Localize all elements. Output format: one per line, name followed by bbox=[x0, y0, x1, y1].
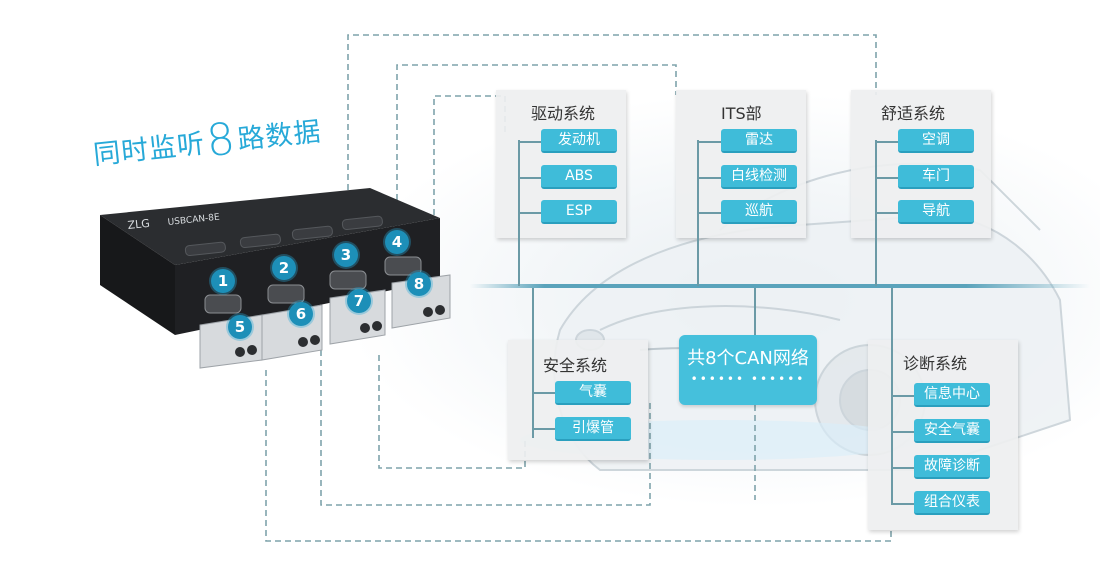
group-drive-title: 驱动系统 bbox=[531, 104, 596, 123]
diagnosis-tick bbox=[891, 395, 915, 397]
diagnosis-tick bbox=[891, 503, 915, 505]
comfort-tick bbox=[875, 177, 899, 179]
port-badge-3: 3 bbox=[334, 243, 358, 267]
drive-tick bbox=[518, 212, 542, 214]
can-bus-line bbox=[470, 284, 1090, 288]
safety-tick bbox=[532, 428, 556, 430]
can-network-box: 共8个CAN网络 •••••• •••••• bbox=[679, 335, 817, 405]
safety-tick bbox=[532, 392, 556, 394]
chip-airbag[interactable]: 气囊 bbox=[555, 381, 631, 405]
port-badge-7: 7 bbox=[347, 289, 371, 313]
can-network-dots: •••••• •••••• bbox=[690, 372, 806, 386]
drive-tick bbox=[518, 177, 542, 179]
usbcan-device: ZLG USBCAN-8E bbox=[100, 188, 451, 369]
group-diagnosis-title: 诊断系统 bbox=[903, 354, 968, 373]
port-badge-8: 8 bbox=[407, 272, 431, 296]
its-tick bbox=[697, 212, 721, 214]
chip-detonator[interactable]: 引爆管 bbox=[555, 417, 631, 441]
its-tick bbox=[697, 177, 721, 179]
chip-door[interactable]: 车门 bbox=[898, 165, 974, 189]
port-badge-5: 5 bbox=[228, 315, 252, 339]
drive-tick bbox=[518, 141, 542, 143]
port-badge-2: 2 bbox=[272, 256, 296, 280]
can-spine bbox=[754, 288, 756, 336]
chip-instrument-cluster[interactable]: 组合仪表 bbox=[914, 491, 990, 515]
group-safety-title: 安全系统 bbox=[543, 356, 608, 375]
chip-fault-diagnosis[interactable]: 故障诊断 bbox=[914, 455, 990, 479]
safety-spine bbox=[532, 288, 534, 438]
chip-navigation[interactable]: 导航 bbox=[898, 200, 974, 224]
chip-abs[interactable]: ABS bbox=[541, 165, 617, 189]
can-network-title: 共8个CAN网络 bbox=[687, 348, 809, 369]
chip-esp[interactable]: ESP bbox=[541, 200, 617, 224]
device-brand: ZLG bbox=[127, 217, 150, 232]
diagnosis-tick bbox=[891, 467, 915, 469]
port-badge-1: 1 bbox=[211, 269, 235, 293]
chip-info-center[interactable]: 信息中心 bbox=[914, 383, 990, 407]
chip-ac[interactable]: 空调 bbox=[898, 129, 974, 153]
chip-radar[interactable]: 雷达 bbox=[721, 129, 797, 153]
comfort-tick bbox=[875, 212, 899, 214]
diagnosis-tick bbox=[891, 431, 915, 433]
comfort-tick bbox=[875, 141, 899, 143]
group-comfort-title: 舒适系统 bbox=[881, 104, 946, 123]
port-badge-6: 6 bbox=[289, 302, 313, 326]
chip-lane-detection[interactable]: 白线检测 bbox=[721, 165, 797, 189]
chip-engine[interactable]: 发动机 bbox=[541, 129, 617, 153]
port-badge-4: 4 bbox=[385, 230, 409, 254]
chip-cruise[interactable]: 巡航 bbox=[721, 200, 797, 224]
group-its-title: ITS部 bbox=[721, 104, 762, 123]
its-tick bbox=[697, 141, 721, 143]
chip-safety-airbag[interactable]: 安全气囊 bbox=[914, 419, 990, 443]
